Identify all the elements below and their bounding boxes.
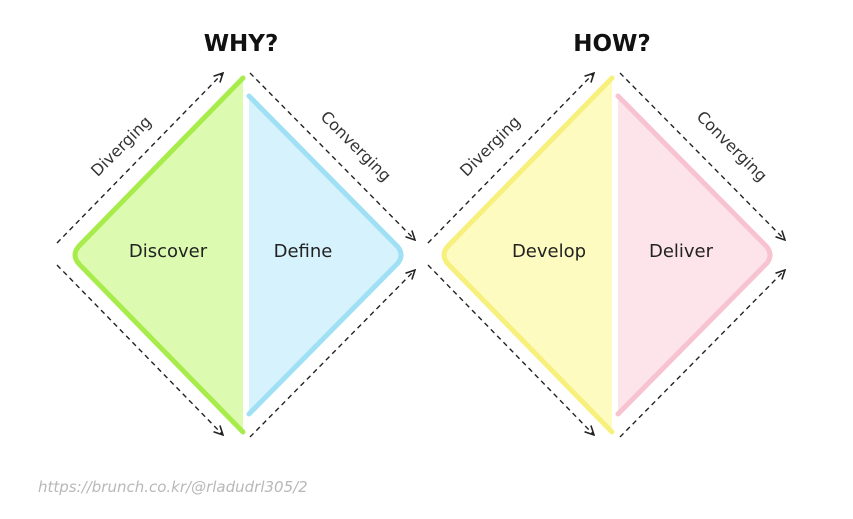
diverging-arrow-bottom xyxy=(427,264,594,435)
source-caption: https://brunch.co.kr/@rladudrl305/2 xyxy=(38,478,308,496)
why-header: WHY? xyxy=(204,31,279,57)
define-label: Define xyxy=(274,241,333,262)
deliver-label: Deliver xyxy=(649,241,714,262)
define-shape xyxy=(249,96,401,414)
converging-arrow-bottom xyxy=(619,270,785,438)
develop-label: Develop xyxy=(512,241,586,262)
diamond-how: HOW? Develop Deliver Diverging Convergin… xyxy=(427,31,785,438)
deliver-shape xyxy=(618,96,770,414)
converging-arrow-bottom xyxy=(249,270,415,438)
converging-arrow-top xyxy=(619,72,785,240)
develop-shape xyxy=(444,78,612,432)
discover-label: Discover xyxy=(129,241,208,262)
develop-border xyxy=(441,75,615,435)
diamond-why: WHY? Discover Define Diverging Convergin… xyxy=(56,31,415,438)
discover-border xyxy=(72,75,246,435)
define-border xyxy=(246,93,404,417)
discover-shape xyxy=(75,78,243,432)
how-header: HOW? xyxy=(573,31,651,57)
diverging-arrow-bottom xyxy=(56,264,223,435)
diverging-arrow-top xyxy=(427,73,594,244)
diverging-arrow-top xyxy=(56,73,223,244)
deliver-border xyxy=(615,93,773,417)
converging-label: Converging xyxy=(693,107,771,185)
diverging-label: Diverging xyxy=(456,112,524,180)
diverging-label: Diverging xyxy=(87,112,155,180)
converging-arrow-top xyxy=(249,72,415,240)
